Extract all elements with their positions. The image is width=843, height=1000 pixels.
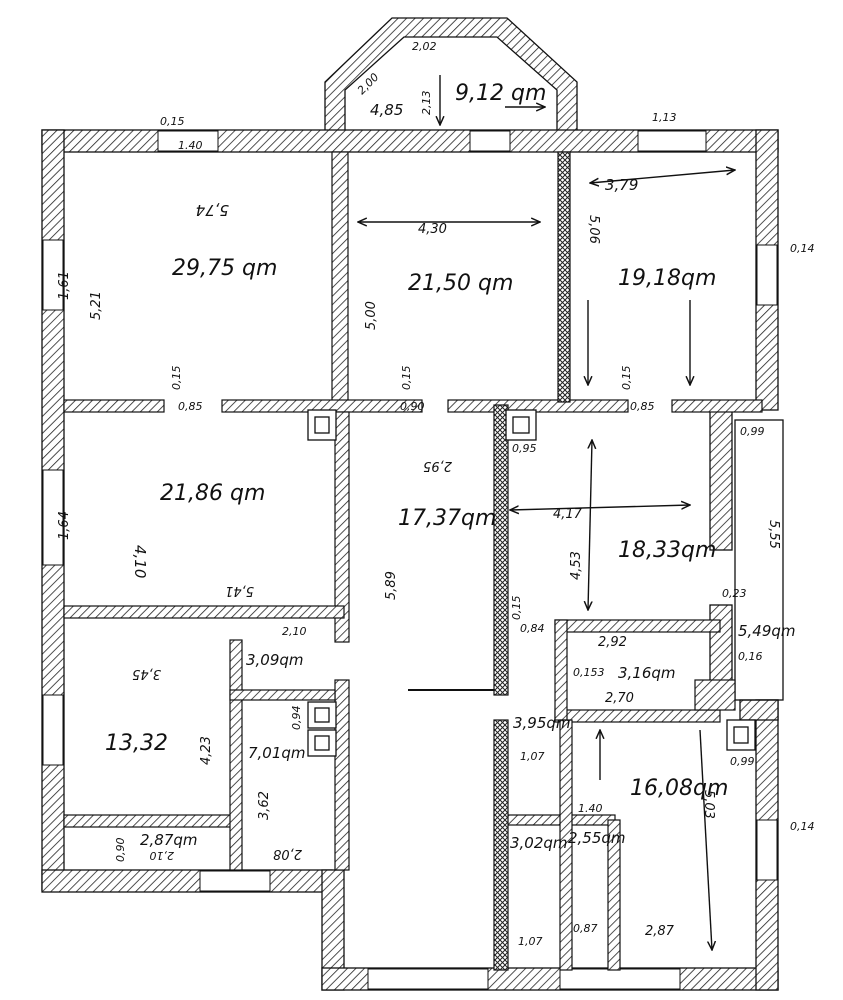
dim-555: 5,55 xyxy=(766,520,781,549)
area-r1: 29,75 qm xyxy=(172,256,277,281)
dim-099b: 0,99 xyxy=(730,755,755,768)
dim-423: 4,23 xyxy=(199,736,214,765)
dim-362: 3,62 xyxy=(257,791,272,820)
dimension-labels: 5,74 5,21 1,61 0,15 1.40 4,30 5,00 3,79 … xyxy=(57,40,815,948)
dim-208: 2,08 xyxy=(273,846,302,861)
dim-202: 2,02 xyxy=(412,40,437,53)
dim-292: 2,92 xyxy=(598,635,627,650)
area-r3: 19,18qm xyxy=(618,266,716,291)
area-r2: 21,50 qm xyxy=(408,271,513,296)
area-bay: 9,12 qm xyxy=(455,81,546,106)
dim-014a: 0,14 xyxy=(790,242,815,255)
dim-503: 5,03 xyxy=(701,790,716,819)
dim-213: 2,13 xyxy=(420,91,433,116)
area-r14: 3,02qm xyxy=(510,834,568,852)
dim-295: 2,95 xyxy=(423,458,452,473)
area-r13: 16,08qm xyxy=(630,776,728,801)
dim-140b: 1.40 xyxy=(578,802,603,815)
dim-107b: 1,07 xyxy=(518,935,543,948)
area-r6: 5,49qm xyxy=(738,622,796,640)
dim-014b: 0,14 xyxy=(790,820,815,833)
dim-015c: 0,15 xyxy=(400,366,413,391)
area-r8: 3,09qm xyxy=(246,651,304,669)
dim-153: 0,153 xyxy=(573,666,605,679)
dim-210b: 2,10 xyxy=(282,625,307,638)
dim-095: 0,95 xyxy=(512,442,537,455)
crosshatched-walls xyxy=(493,151,571,971)
dim-164: 1,64 xyxy=(57,511,72,540)
dim-379: 3,79 xyxy=(605,176,638,194)
dim-015a: 0,15 xyxy=(160,115,185,128)
dim-270: 2,70 xyxy=(605,691,634,706)
dim-430: 4,30 xyxy=(418,222,447,237)
area-r5: 18,33qm xyxy=(618,538,716,563)
dim-140: 1.40 xyxy=(178,139,203,152)
area-r10: 2,87qm xyxy=(140,831,198,849)
dim-090a: 0,90 xyxy=(400,400,425,413)
dim-016: 0,16 xyxy=(738,650,763,663)
area-bay-small: 4,85 xyxy=(370,101,403,119)
dim-085a: 0,85 xyxy=(178,400,203,413)
windows xyxy=(42,130,778,990)
dim-113: 1,13 xyxy=(652,111,677,124)
dimension-arrows xyxy=(358,75,735,950)
interior-walls xyxy=(63,151,763,971)
dim-210: 2,10 xyxy=(150,849,175,862)
area-r9: 7,01qm xyxy=(248,744,306,762)
dim-453: 4,53 xyxy=(569,551,584,580)
dim-090b: 0,90 xyxy=(114,838,127,863)
area-r11: 3,16qm xyxy=(618,664,676,682)
dim-500: 5,00 xyxy=(364,301,379,330)
area-r4: 21,86 qm xyxy=(160,481,265,506)
dim-084: 0,84 xyxy=(520,622,545,635)
dim-506: 5,06 xyxy=(586,215,601,244)
dim-410: 4,10 xyxy=(131,545,149,578)
area-labels: 29,75 qm 21,50 qm 19,18qm 9,12 qm 4,85 2… xyxy=(105,81,796,852)
dim-094: 0,94 xyxy=(290,706,303,731)
dim-085b: 0,85 xyxy=(630,400,655,413)
dim-521: 5,21 xyxy=(89,291,104,320)
dim-541: 5,41 xyxy=(225,583,254,598)
dim-099a: 0,99 xyxy=(740,425,765,438)
dim-417: 4,17 xyxy=(553,507,583,522)
dim-589: 5,89 xyxy=(384,571,399,600)
dim-015e: 0,15 xyxy=(510,596,523,621)
dim-107a: 1,07 xyxy=(520,750,545,763)
dim-161: 1,61 xyxy=(57,271,72,300)
dim-023: 0,23 xyxy=(722,587,747,600)
dim-087: 0,87 xyxy=(573,922,598,935)
dim-574: 5,74 xyxy=(196,201,229,219)
area-hall: 17,37qm xyxy=(398,506,496,531)
dim-015b: 0,15 xyxy=(170,366,183,391)
dim-287: 2,87 xyxy=(645,924,675,939)
chimneys xyxy=(307,409,756,757)
dim-345: 3,45 xyxy=(132,666,161,681)
area-r12: 3,95qm xyxy=(513,714,571,732)
area-r7: 13,32 xyxy=(105,731,168,756)
dim-015d: 0,15 xyxy=(620,366,633,391)
area-r15: 2,55qm xyxy=(568,829,626,847)
